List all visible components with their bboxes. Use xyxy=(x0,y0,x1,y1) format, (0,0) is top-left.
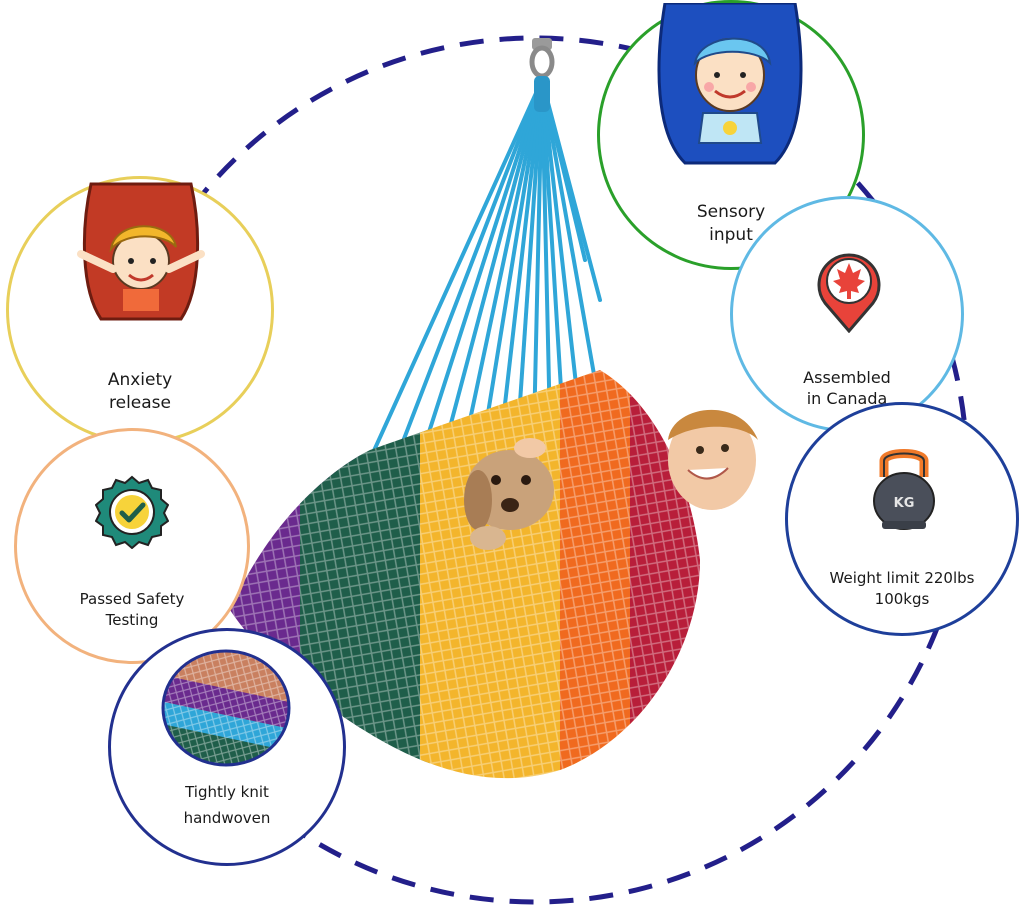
maple-leaf-pin-icon xyxy=(817,253,881,333)
badge-label: Sensory input xyxy=(600,201,862,247)
badge-weight-limit: KG Weight limit 220lbs 100kgs xyxy=(785,402,1019,636)
child-in-hammock-icon xyxy=(77,182,205,321)
checkmark-seal-icon xyxy=(95,475,169,549)
dog xyxy=(464,450,554,550)
label-line-2: input xyxy=(709,225,753,245)
boy xyxy=(514,409,758,510)
badge-label: Assembled in Canada xyxy=(733,367,961,409)
badge-label: Passed Safety Testing xyxy=(17,589,247,631)
badge-sensory-input: Sensory input xyxy=(597,0,865,270)
label-line-2: handwoven xyxy=(183,809,271,827)
badge-label: Anxiety release xyxy=(9,369,271,415)
badge-passed-safety-testing: Passed Safety Testing xyxy=(14,428,250,664)
label-line-2: Testing xyxy=(105,611,159,629)
label-line-1: Sensory xyxy=(696,202,766,222)
kettlebell-label: KG xyxy=(894,496,915,511)
label-line-2: 100kgs xyxy=(874,590,930,608)
label-line-1: Assembled xyxy=(803,368,891,387)
woven-fabric-icon xyxy=(161,649,291,767)
child-in-swing-icon xyxy=(657,3,803,165)
hook-icon xyxy=(529,38,555,79)
kettlebell-icon: KG xyxy=(873,449,935,530)
label-line-2: release xyxy=(109,393,171,413)
badge-assembled-in-canada: Assembled in Canada xyxy=(730,196,964,432)
badge-anxiety-release: Anxiety release xyxy=(6,176,274,444)
label-line-2: in Canada xyxy=(806,389,888,408)
label-line-1: Anxiety xyxy=(107,370,173,390)
label-line-1: Tightly knit xyxy=(185,783,269,801)
badge-tightly-knit: Tightly knit handwoven xyxy=(108,628,346,866)
badge-label: Tightly knit handwoven xyxy=(111,779,343,831)
label-line-1: Weight limit 220lbs xyxy=(829,569,975,587)
label-line-1: Passed Safety xyxy=(79,590,185,608)
badge-label: Weight limit 220lbs 100kgs xyxy=(788,568,1016,610)
